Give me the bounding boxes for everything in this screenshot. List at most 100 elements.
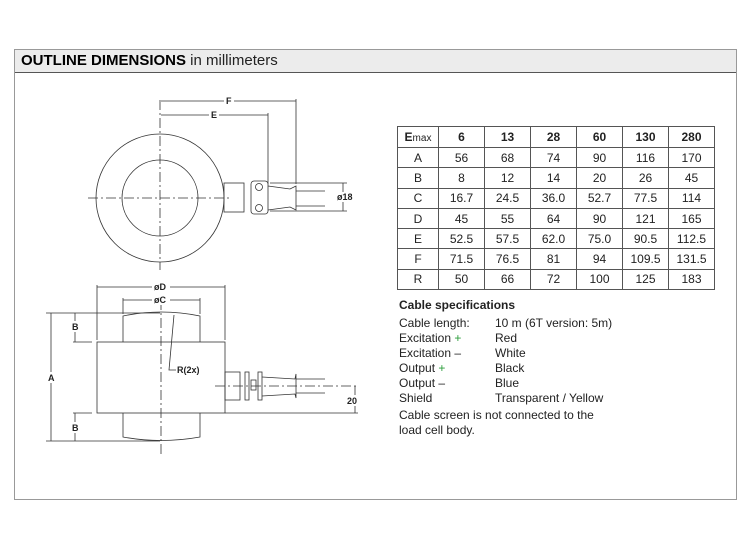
top-view: F E ø18 bbox=[88, 95, 360, 270]
table-cell: 45 bbox=[668, 167, 715, 189]
dim-diameter-18-label: ø18 bbox=[337, 192, 353, 202]
table-cell: 131.5 bbox=[668, 248, 715, 270]
table-cell: 62.0 bbox=[530, 228, 577, 250]
cable-note: Cable screen is not connected to the loa… bbox=[399, 408, 594, 437]
table-cell: 52.7 bbox=[576, 187, 623, 209]
table-cell: 50 bbox=[438, 268, 485, 291]
table-cell: 8 bbox=[438, 167, 485, 189]
table-cell: 183 bbox=[668, 268, 715, 291]
cable-spec-row: Shield Transparent / Yellow bbox=[399, 391, 612, 406]
table-cell: 26 bbox=[622, 167, 669, 189]
table-cell: 24.5 bbox=[484, 187, 531, 209]
dim-B-top-label: B bbox=[72, 322, 79, 332]
dim-F-label: F bbox=[226, 96, 232, 106]
table-cell: 165 bbox=[668, 207, 715, 230]
table-cell: 71.5 bbox=[438, 248, 485, 270]
table-cell: 56 bbox=[438, 146, 485, 169]
dim-20-label: 20 bbox=[347, 396, 357, 406]
table-cell: 90.5 bbox=[622, 228, 669, 250]
table-cell: 66 bbox=[484, 268, 531, 291]
cable-specifications: Cable specifications Cable length: 10 m (… bbox=[399, 298, 612, 438]
table-cell: 76.5 bbox=[484, 248, 531, 270]
table-cell: 64 bbox=[530, 207, 577, 230]
table-header-cell: 13 bbox=[484, 126, 531, 148]
dim-A-label: A bbox=[48, 373, 55, 383]
table-cell: 74 bbox=[530, 146, 577, 169]
section-header: OUTLINE DIMENSIONS in millimeters bbox=[15, 50, 736, 73]
cable-spec-row: Excitation –White bbox=[399, 346, 612, 361]
table-cell: 125 bbox=[622, 268, 669, 291]
table-cell: 116 bbox=[622, 146, 669, 169]
table-cell: 57.5 bbox=[484, 228, 531, 250]
table-cell: 12 bbox=[484, 167, 531, 189]
cable-spec-key: Excitation + bbox=[399, 331, 462, 345]
cable-spec-value: 10 m (6T version: 5m) bbox=[495, 316, 613, 330]
table-header-cell: 280 bbox=[668, 126, 715, 148]
cable-spec-value: Transparent / Yellow bbox=[495, 391, 604, 405]
cable-spec-key: Shield bbox=[399, 391, 433, 405]
table-cell: 121 bbox=[622, 207, 669, 230]
cable-spec-row: Cable length: 10 m (6T version: 5m) bbox=[399, 316, 612, 331]
header-unit: in millimeters bbox=[186, 52, 278, 69]
sign: – bbox=[454, 346, 462, 360]
sign: + bbox=[454, 331, 462, 345]
side-view: øD øC A B B R(2x) 20 bbox=[46, 281, 363, 455]
row-label: D bbox=[397, 207, 439, 230]
table-header-cell: 130 bbox=[622, 126, 669, 148]
table-cell: 170 bbox=[668, 146, 715, 169]
row-label: C bbox=[397, 187, 439, 209]
table-cell: 20 bbox=[576, 167, 623, 189]
table-cell: 68 bbox=[484, 146, 531, 169]
table-cell: 72 bbox=[530, 268, 577, 291]
table-cell: 109.5 bbox=[622, 248, 669, 270]
table-cell: 14 bbox=[530, 167, 577, 189]
cable-spec-key: Output + bbox=[399, 361, 446, 375]
cable-spec-key: Cable length: bbox=[399, 316, 470, 330]
table-header-cell: 6 bbox=[438, 126, 485, 148]
dim-E-label: E bbox=[211, 110, 217, 120]
dim-C-label: øC bbox=[154, 295, 166, 305]
table-cell: 75.0 bbox=[576, 228, 623, 250]
header-title: OUTLINE DIMENSIONS bbox=[21, 52, 187, 69]
dim-B-bottom-label: B bbox=[72, 423, 79, 433]
dim-R-label: R(2x) bbox=[177, 365, 200, 375]
sign: + bbox=[438, 361, 446, 375]
cable-spec-value: Blue bbox=[495, 376, 520, 390]
dim-D-label: øD bbox=[154, 282, 166, 292]
cable-spec-value: White bbox=[495, 346, 526, 360]
table-header-emax: Emax bbox=[397, 126, 439, 148]
cable-spec-key: Output – bbox=[399, 376, 446, 390]
table-header-cell: 60 bbox=[576, 126, 623, 148]
table-cell: 77.5 bbox=[622, 187, 669, 209]
table-cell: 114 bbox=[668, 187, 715, 209]
table-cell: 45 bbox=[438, 207, 485, 230]
cable-spec-row: Output – Blue bbox=[399, 376, 612, 391]
table-cell: 90 bbox=[576, 146, 623, 169]
cable-spec-title: Cable specifications bbox=[399, 298, 516, 312]
row-label: E bbox=[397, 228, 439, 250]
table-cell: 112.5 bbox=[668, 228, 715, 250]
table-cell: 100 bbox=[576, 268, 623, 291]
table-header-cell: 28 bbox=[530, 126, 577, 148]
cable-spec-value: Red bbox=[495, 331, 518, 345]
row-label: A bbox=[397, 146, 439, 169]
table-cell: 55 bbox=[484, 207, 531, 230]
table-cell: 81 bbox=[530, 248, 577, 270]
row-label: B bbox=[397, 167, 439, 189]
table-cell: 36.0 bbox=[530, 187, 577, 209]
table-cell: 90 bbox=[576, 207, 623, 230]
outline-dimensions-panel: OUTLINE DIMENSIONS in millimeters bbox=[14, 49, 737, 500]
table-cell: 52.5 bbox=[438, 228, 485, 250]
table-cell: 16.7 bbox=[438, 187, 485, 209]
cable-spec-row: Output +Black bbox=[399, 361, 612, 376]
row-label: R bbox=[397, 268, 439, 291]
cable-spec-row: Excitation + Red bbox=[399, 331, 612, 346]
table-cell: 94 bbox=[576, 248, 623, 270]
